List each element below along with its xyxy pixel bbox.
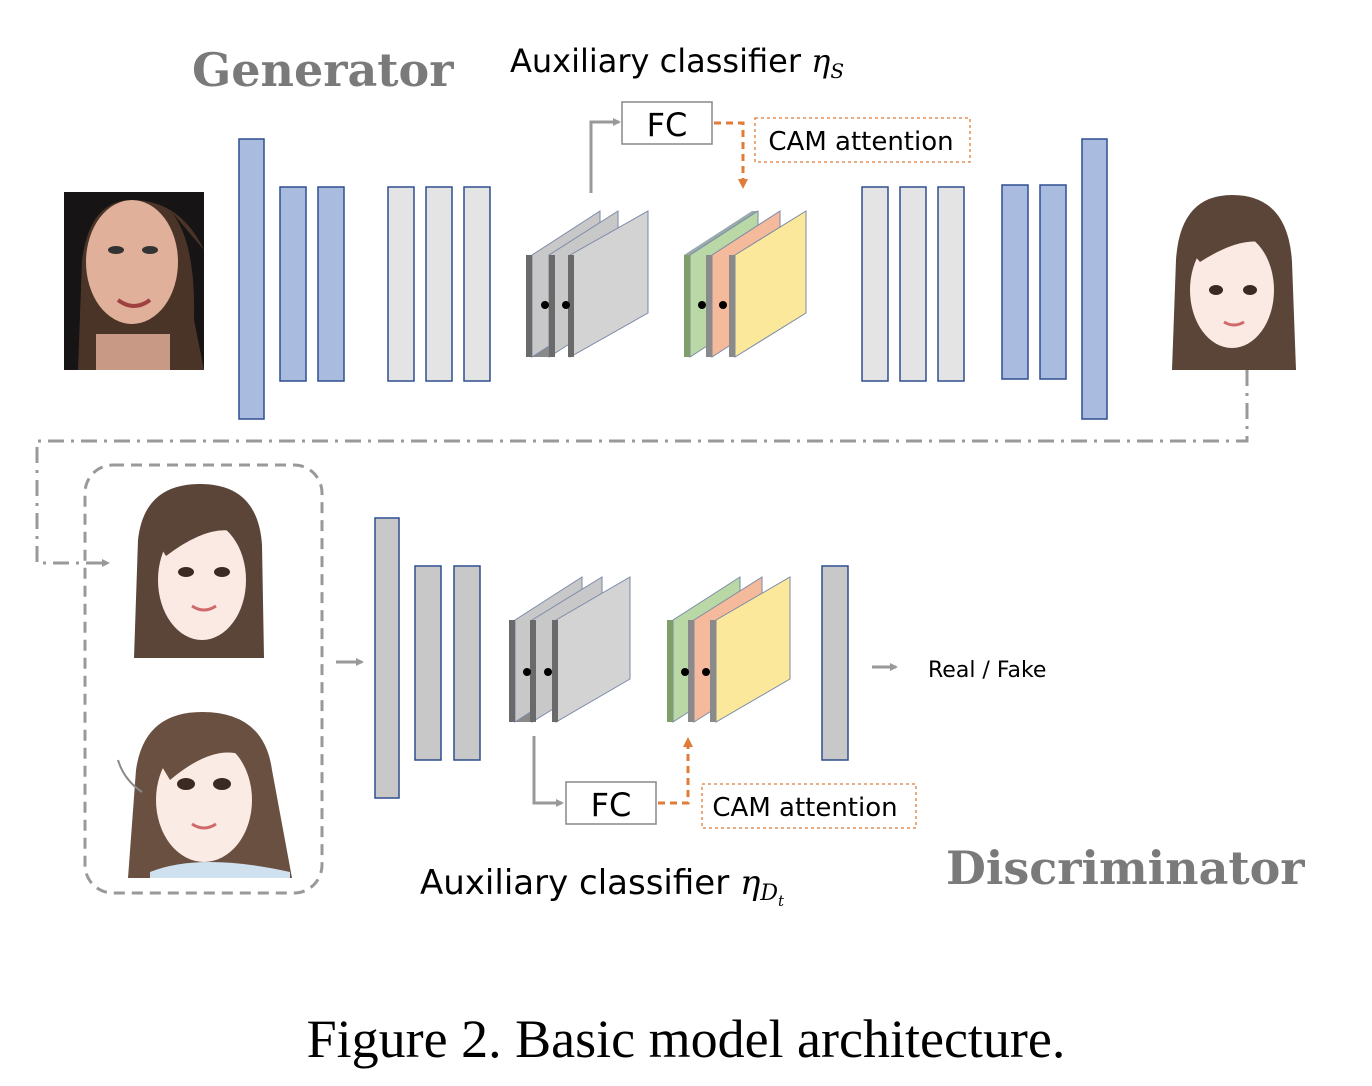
discriminator-down-layer	[453, 565, 481, 761]
generator-cam-arrow	[714, 121, 748, 189]
discriminator-cam-box	[701, 783, 917, 829]
discriminator-title: Discriminator	[946, 841, 1305, 895]
generator-output-layer	[1081, 138, 1108, 420]
discriminator-aux-label: Auxiliary classifier ηDt	[420, 863, 785, 910]
output-anime-face	[1168, 195, 1296, 370]
generated-anime-face	[134, 484, 264, 658]
generator-cam-box	[754, 117, 971, 163]
generator-fc-box	[621, 101, 713, 145]
discriminator-fc-label: FC	[591, 786, 632, 824]
generator-res-layer	[463, 186, 491, 382]
generator-up-layer	[1039, 184, 1067, 380]
generator-input-layer	[238, 138, 265, 420]
discriminator-fc-box	[565, 781, 657, 825]
generator-attention-feature-maps	[684, 210, 807, 358]
generator-fc-label: FC	[647, 106, 688, 144]
discriminator-cam-arrow	[658, 737, 693, 805]
generator-res-layer	[387, 186, 415, 382]
generator-title: Generator	[192, 43, 454, 97]
input-photo-face	[64, 192, 204, 370]
generator-decoder-layer	[899, 186, 927, 382]
generator-cam-label: CAM attention	[768, 127, 953, 157]
generator-res-layer	[425, 186, 453, 382]
discriminator-attention-feature-maps	[667, 576, 791, 723]
generator-decoder-layer	[937, 186, 965, 382]
generator-up-layer	[1001, 184, 1029, 380]
generator-encoder-feature-maps	[526, 210, 649, 358]
generator-decoder-layer	[861, 186, 889, 382]
discriminator-fc-arrow	[532, 736, 564, 807]
generated-to-discriminator-route	[35, 370, 1249, 567]
generator-down-layer	[317, 186, 345, 382]
discriminator-cam-label: CAM attention	[712, 793, 897, 823]
discriminator-output-layer	[821, 565, 849, 761]
generator-fc-arrow	[589, 118, 621, 193]
generator-aux-label: Auxiliary classifier ηS	[510, 42, 844, 83]
discriminator-down-layer	[414, 565, 442, 761]
architecture-diagram: Generator Auxiliary classifier ηS	[35, 42, 1305, 910]
real-anime-face	[117, 712, 292, 878]
figure-caption: Figure 2. Basic model architecture.	[306, 1009, 1066, 1069]
discriminator-output-label: Real / Fake	[928, 658, 1046, 683]
discriminator-input-layer	[374, 517, 400, 799]
discriminator-input-group	[83, 463, 324, 895]
discriminator-encoder-feature-maps	[509, 576, 631, 723]
generator-down-layer	[279, 186, 307, 382]
